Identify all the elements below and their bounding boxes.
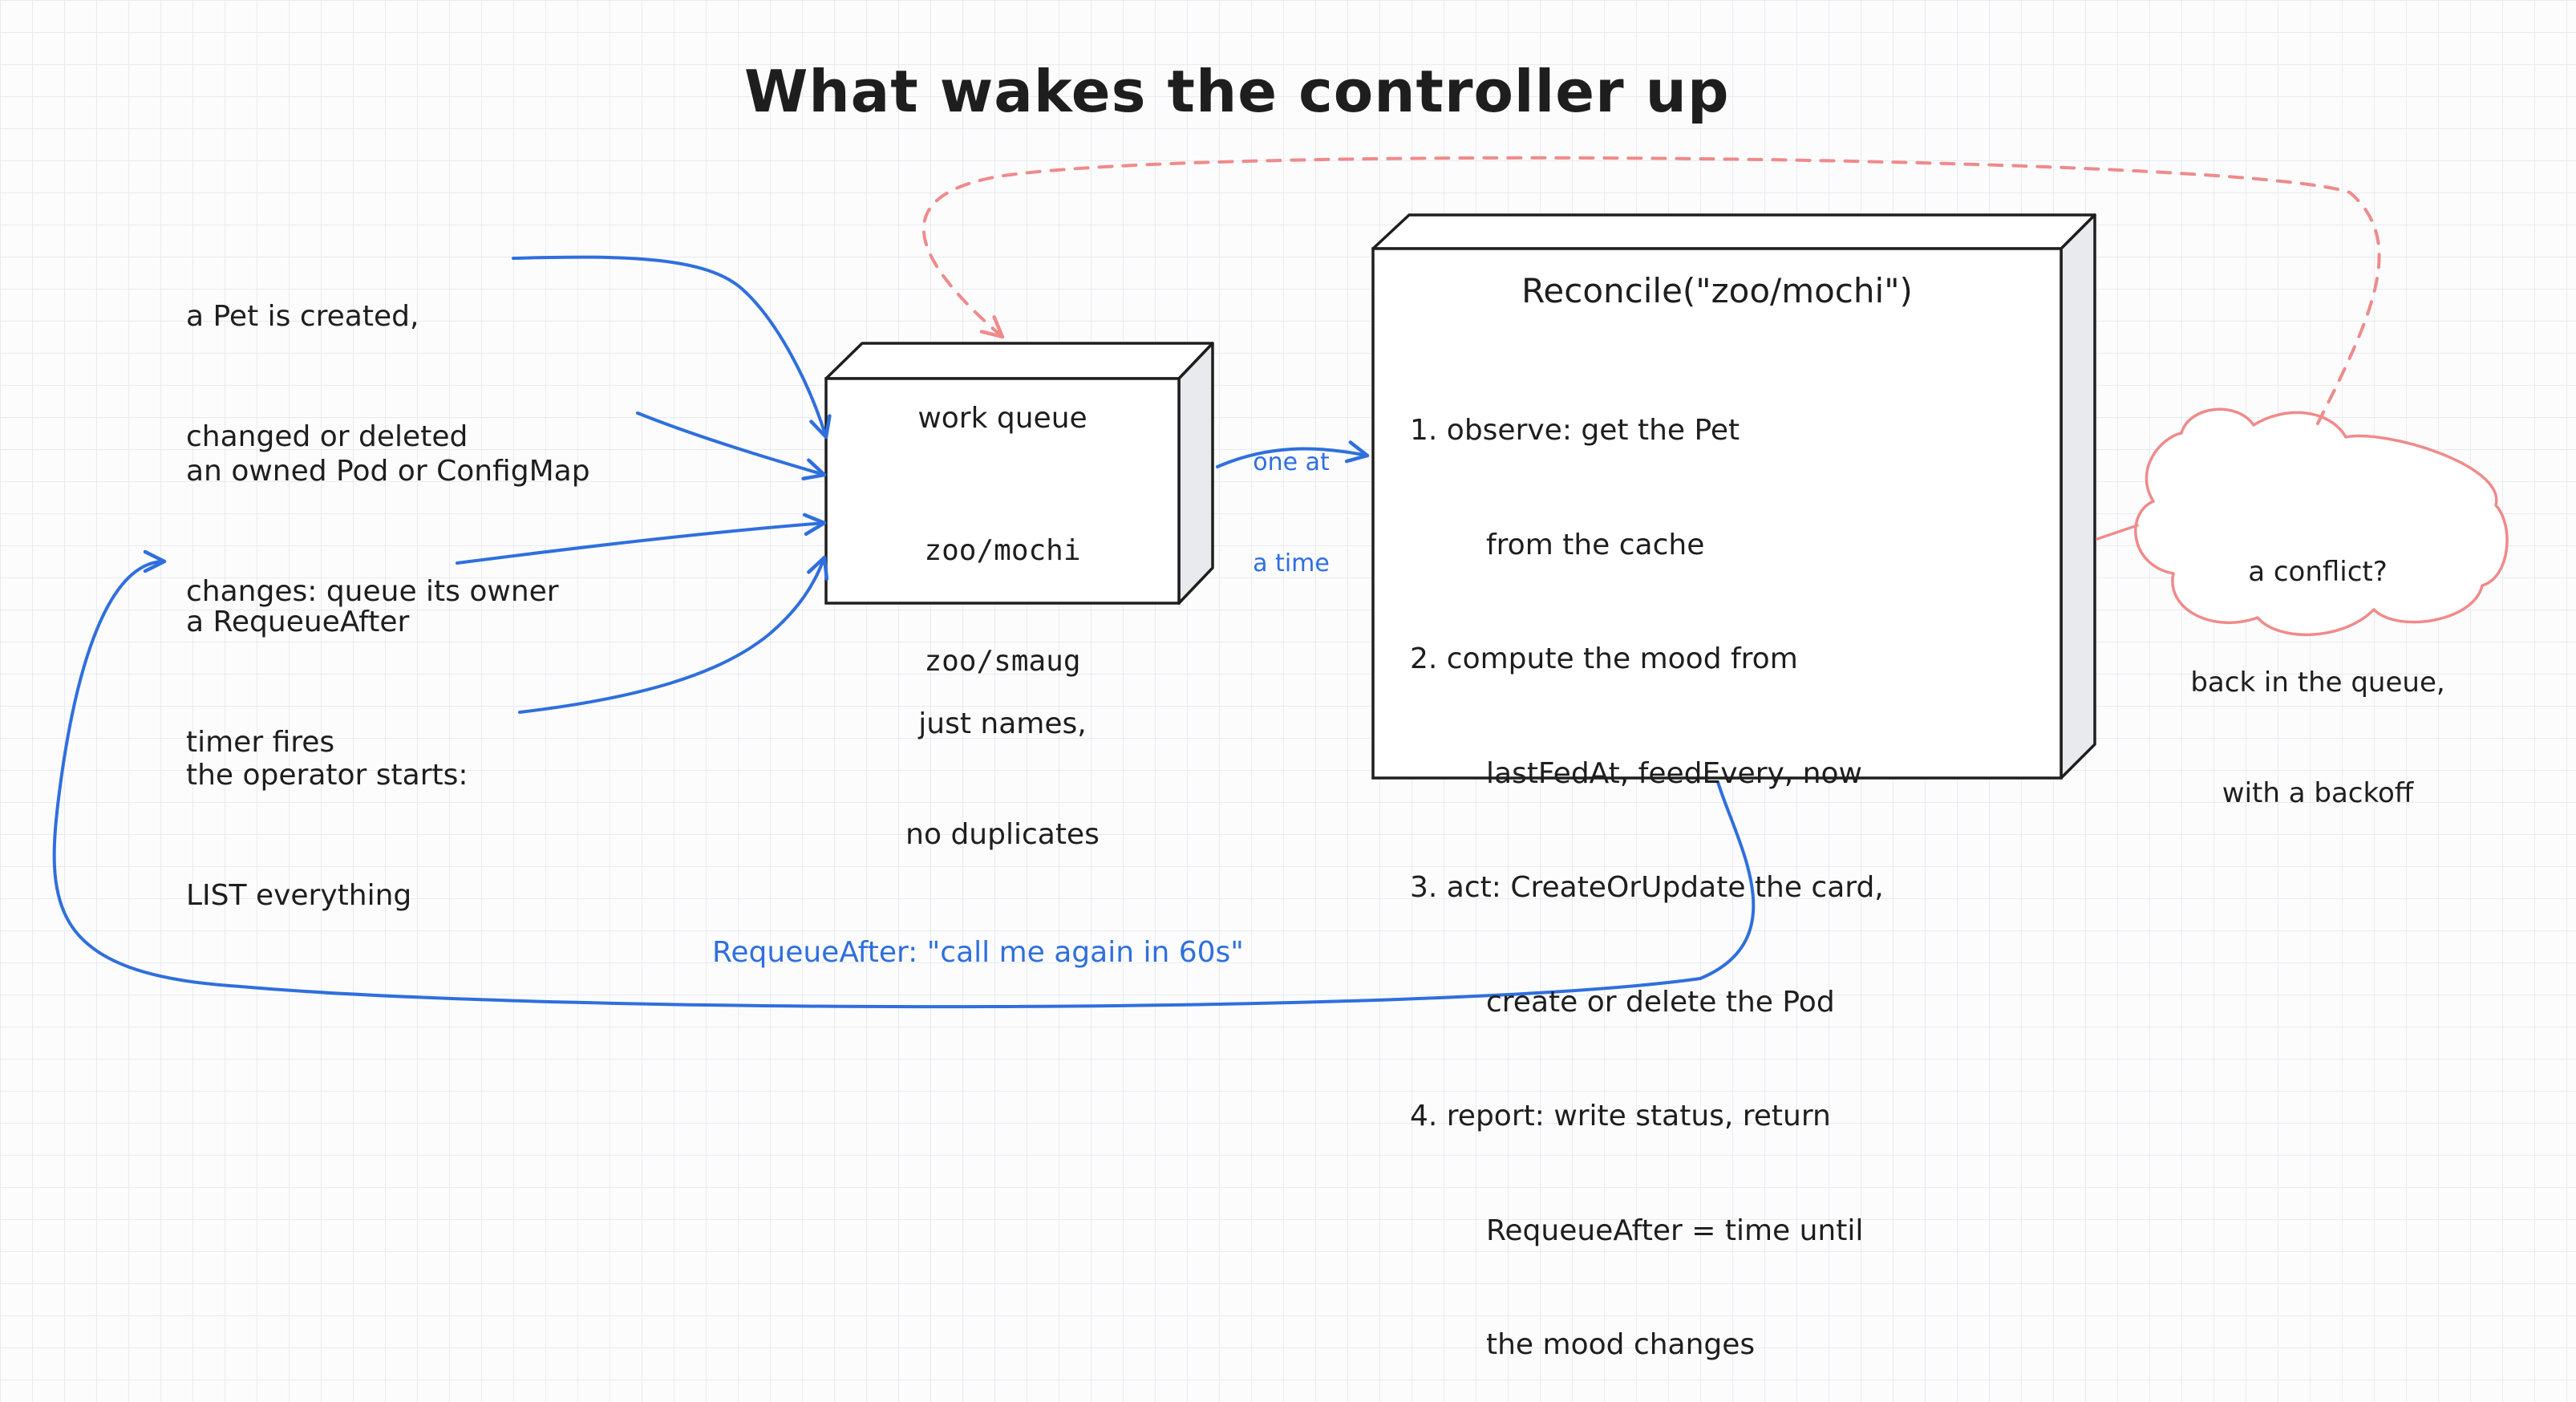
conflict-text: a conflict? back in the queue, with a ba… — [2149, 480, 2486, 849]
work-queue-box-side — [1177, 342, 1214, 605]
trigger-owned-resource-line2: changes: queue its owner — [186, 575, 559, 608]
trigger-operator-start-line2: LIST everything — [186, 879, 412, 912]
trigger-arrow-timer — [456, 513, 827, 565]
trigger-owned-resource-line1: an owned Pod or ConfigMap — [186, 455, 590, 488]
reconcile-step-line: from the cache — [1486, 528, 1705, 561]
work-queue-box-top — [824, 342, 1214, 380]
reconcile-box-side — [2060, 213, 2096, 780]
trigger-requeue-timer-line1: a RequeueAfter — [186, 606, 410, 638]
trigger-pet-change: a Pet is created, changed or deleted — [186, 217, 468, 497]
trigger-arrow-owned — [636, 411, 827, 480]
trigger-requeue-timer: a RequeueAfter timer fires — [186, 522, 409, 803]
reconcile-step-line: 1. observe: get the Pet — [1410, 414, 1740, 447]
reconcile-step-line: 3. act: CreateOrUpdate the card, — [1410, 871, 1884, 904]
trigger-owned-resource: an owned Pod or ConfigMap changes: queue… — [186, 371, 590, 652]
cloud-link-line — [2096, 524, 2139, 541]
reconcile-step-line: 4. report: write status, return — [1410, 1100, 1831, 1133]
flow-label-line1: one at — [1253, 448, 1330, 476]
work-queue-note-line2: no duplicates — [905, 818, 1100, 851]
work-queue-box — [824, 342, 1214, 605]
trigger-arrow-start — [518, 555, 829, 714]
reconcile-step-line: the mood changes — [1486, 1328, 1756, 1361]
trigger-pet-change-line1: a Pet is created, — [186, 300, 419, 333]
reconcile-steps: 1. observe: get the Pet from the cache 2… — [1410, 335, 1884, 1402]
diagram-title: What wakes the controller up — [744, 58, 1730, 125]
reconcile-box — [1371, 213, 2096, 780]
reconcile-step-line: RequeueAfter = time until — [1486, 1214, 1864, 1247]
work-queue-note: just names, no duplicates — [826, 632, 1179, 890]
reconcile-title: Reconcile("zoo/mochi") — [1521, 271, 1913, 310]
conflict-text-line2: back in the queue, — [2190, 667, 2445, 699]
reconcile-box-top — [1371, 213, 2096, 250]
diagram-canvas — [52, 156, 2509, 1009]
trigger-operator-start-line1: the operator starts: — [186, 759, 468, 792]
reconcile-box-front — [1371, 247, 2063, 780]
trigger-pet-change-line2: changed or deleted — [186, 420, 468, 453]
conflict-text-line3: with a backoff — [2222, 777, 2414, 809]
requeue-loop-arrow — [52, 549, 1756, 1009]
conflict-text-line1: a conflict? — [2248, 556, 2388, 588]
flow-label: one at a time — [1223, 379, 1359, 614]
work-queue-box-front — [824, 377, 1181, 605]
requeue-after-label: RequeueAfter: "call me again in 60s" — [712, 936, 1244, 969]
conflict-retry-arrow — [921, 156, 2381, 425]
work-queue-item: zoo/mochi — [924, 534, 1081, 567]
work-queue-title: work queue — [917, 402, 1088, 435]
trigger-requeue-timer-line2: timer fires — [186, 726, 335, 759]
reconcile-step-line: lastFedAt, feedEvery, now — [1486, 756, 1862, 790]
reconcile-step-line: create or delete the Pod — [1486, 985, 1835, 1019]
trigger-operator-start: the operator starts: LIST everything — [186, 675, 468, 956]
trigger-arrow-pet — [512, 255, 832, 440]
reconcile-step-line: 2. compute the mood from — [1410, 642, 1798, 675]
flow-label-line2: a time — [1253, 549, 1330, 577]
work-queue-note-line1: just names, — [918, 707, 1087, 740]
work-queue-items: zoo/mochi zoo/smaug — [826, 459, 1179, 717]
work-queue-item: zoo/smaug — [924, 645, 1081, 678]
queue-to-reconcile-arrow — [1216, 440, 1370, 468]
